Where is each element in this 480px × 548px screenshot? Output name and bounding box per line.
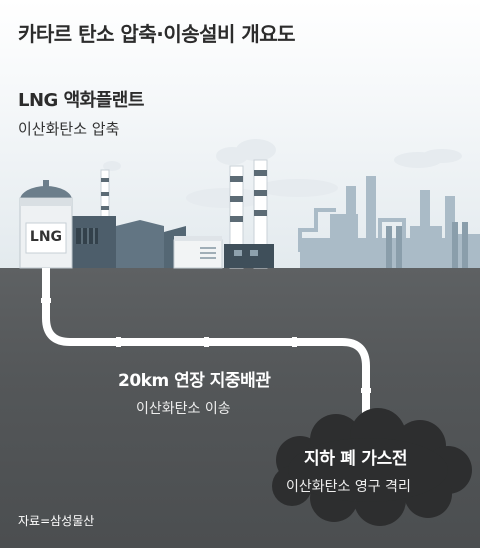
main-building — [68, 216, 186, 268]
pipeline-title: 20km 연장 지중배관 — [118, 371, 271, 391]
lng-tank — [19, 180, 73, 269]
plant-subtitle: 이산화탄소 압축 — [18, 120, 120, 138]
diagram-title: 카타르 탄소 압축·이송설비 개요도 — [18, 22, 296, 46]
background-towers — [386, 222, 468, 268]
steam-cloud — [236, 139, 276, 161]
lng-tank-label: LNG — [29, 229, 63, 245]
storage-subtitle: 이산화탄소 영구 격리 — [286, 479, 411, 495]
plant-title: LNG 액화플랜트 — [18, 90, 144, 111]
steam-cloud — [103, 161, 121, 171]
steam-cloud — [186, 188, 266, 208]
pipeline-subtitle: 이산화탄소 이송 — [136, 401, 231, 417]
steam-cloud — [422, 149, 462, 163]
pipe-joints — [41, 298, 371, 393]
gas-field — [272, 408, 472, 526]
background-pipes — [298, 208, 406, 252]
cooling-unit — [173, 236, 223, 269]
right-building — [224, 244, 274, 268]
source-credit: 자료=삼성물산 — [18, 514, 95, 528]
storage-title: 지하 폐 가스전 — [304, 449, 408, 469]
steam-cloud — [258, 179, 338, 197]
